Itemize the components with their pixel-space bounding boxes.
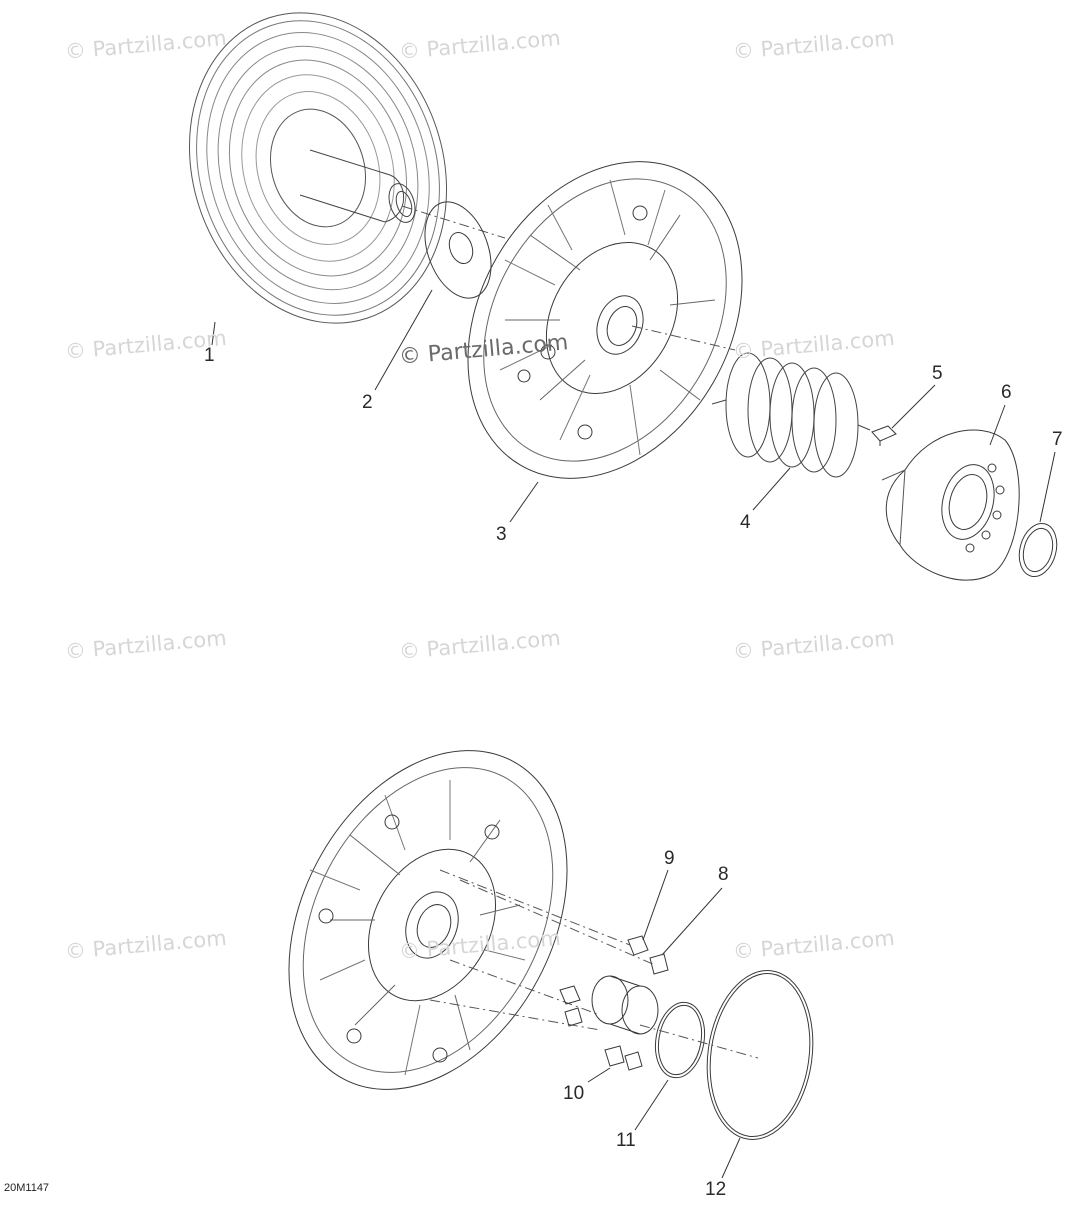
part-5-slider-shoe: [871, 425, 897, 446]
callout-6: 6: [1001, 382, 1012, 403]
part-10-bushing: [591, 975, 659, 1071]
part-2-washer: [424, 201, 492, 299]
part-4-spring: [711, 352, 871, 478]
callout-10: 10: [563, 1083, 585, 1104]
callout-9: 9: [664, 848, 675, 869]
callout-8: 8: [718, 864, 729, 885]
callout-7: 7: [1052, 429, 1063, 450]
part-1-fixed-sheave: [188, 12, 506, 324]
callout-5: 5: [932, 363, 943, 384]
parts-8-9-rollers: [559, 935, 669, 1027]
callout-2: 2: [362, 392, 373, 413]
part-3-movable-sheave: [467, 161, 743, 479]
callout-4: 4: [740, 512, 751, 533]
callout-11: 11: [616, 1130, 636, 1151]
part-6-cam: [881, 429, 1020, 581]
callout-12: 12: [705, 1179, 727, 1200]
drawing-code: 20M1147: [4, 1182, 50, 1194]
lower-sheave-assembly: [288, 750, 656, 1090]
callout-1: 1: [204, 345, 215, 366]
callout-3: 3: [496, 524, 507, 545]
leader-lines: [211, 289, 1056, 1179]
part-12-large-ring: [639, 970, 814, 1140]
part-7-retaining-ring: [1018, 523, 1058, 577]
part-11-ring: [654, 1001, 706, 1079]
